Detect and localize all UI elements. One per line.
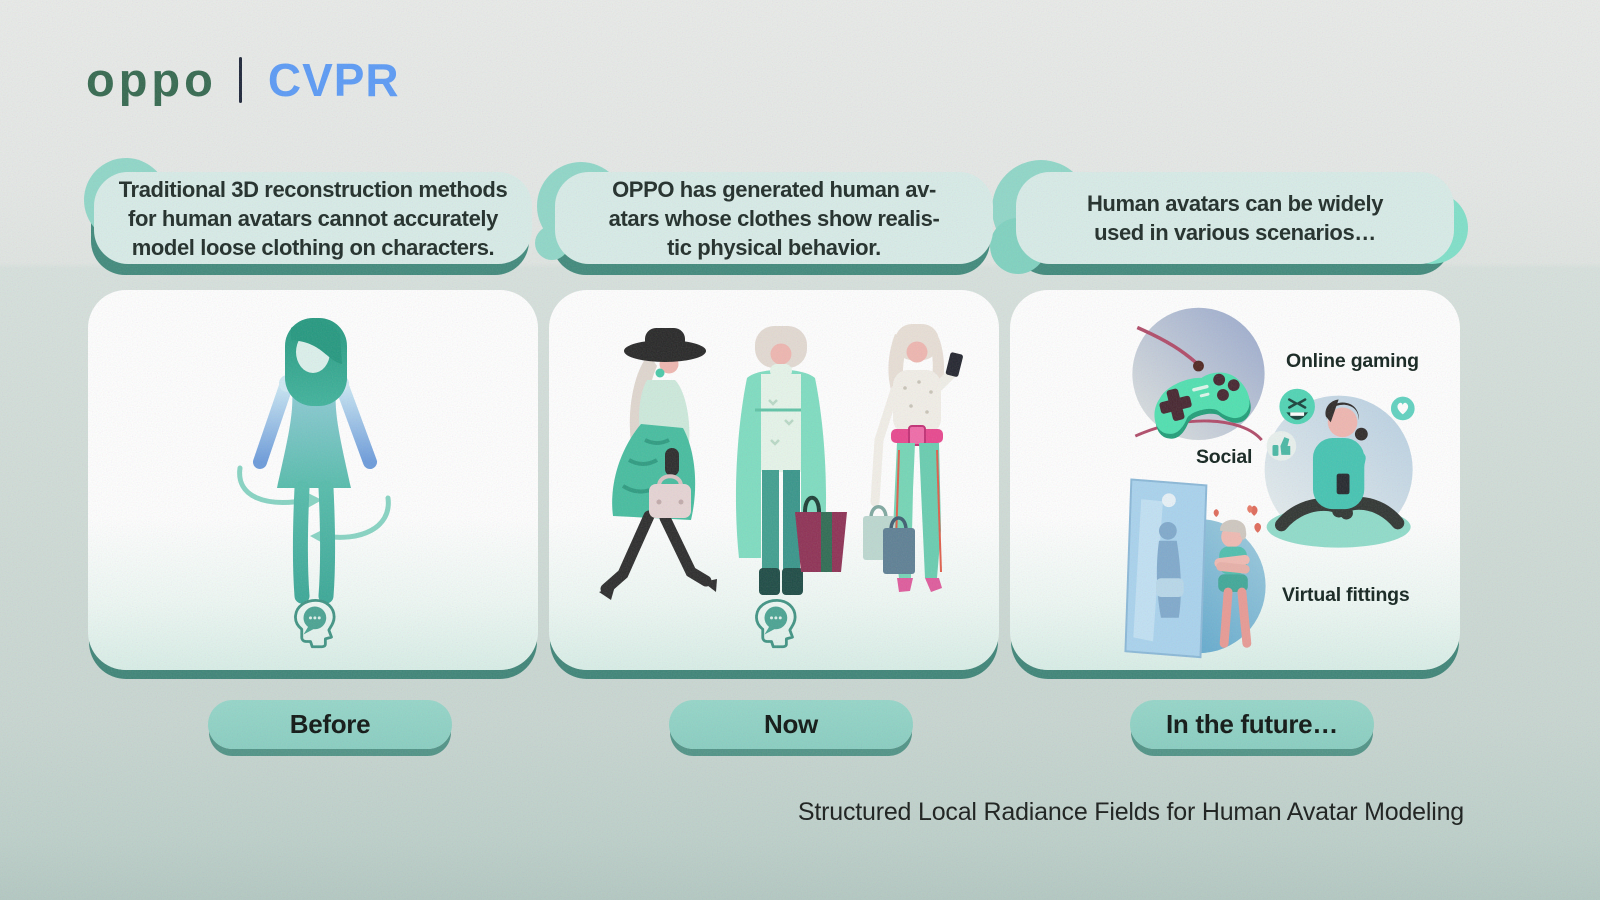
- future-button-label: In the future…: [1165, 709, 1338, 739]
- bubble-line: for human avatars cannot accurately: [128, 205, 498, 231]
- virtual-fittings-label: Virtual fittings: [1282, 584, 1410, 606]
- bubble-text-before: Traditional 3D reconstruction methods fo…: [94, 172, 532, 264]
- usage-scenarios-illustration: [1124, 307, 1415, 659]
- now-button: Now: [669, 700, 913, 749]
- mirror-fitting-icon: [1124, 478, 1266, 659]
- column-now: OPPO has generated human av- atars whose…: [535, 0, 999, 800]
- game-controller-icon: [1132, 307, 1265, 442]
- now-button-label: Now: [764, 709, 818, 739]
- bubble-line: Traditional 3D reconstruction methods: [118, 176, 508, 202]
- card-now: [549, 290, 999, 670]
- bubble-text-now: OPPO has generated human av- atars whose…: [555, 172, 993, 264]
- paper-title: Structured Local Radiance Fields for Hum…: [797, 798, 1464, 826]
- column-before: Traditional 3D reconstruction methods fo…: [84, 0, 538, 800]
- card-future: Online gaming Social Virtual fittings: [1010, 290, 1460, 670]
- bubble-line: Human avatars can be widely: [1086, 191, 1384, 216]
- head-chat-icon: [286, 596, 342, 652]
- future-button: In the future…: [1130, 700, 1374, 749]
- speech-bubble-future: Human avatars can be widely used in vari…: [990, 160, 1468, 275]
- head-chat-icon: [747, 596, 803, 652]
- bubble-line: tic physical behavior.: [667, 234, 881, 260]
- before-button-label: Before: [289, 709, 371, 739]
- social-label: Social: [1196, 446, 1253, 468]
- column-future: Human avatars can be widely used in vari…: [990, 0, 1468, 800]
- bubble-line: model loose clothing on characters.: [131, 234, 495, 260]
- bubble-line: atars whose clothes show realis-: [608, 205, 940, 231]
- speech-bubble-before: Traditional 3D reconstruction methods fo…: [84, 158, 532, 275]
- bubble-line: OPPO has generated human av-: [612, 176, 936, 202]
- online-gaming-label: Online gaming: [1286, 350, 1419, 372]
- bubble-line: used in various scenarios…: [1094, 220, 1376, 245]
- speech-bubble-now: OPPO has generated human av- atars whose…: [535, 162, 993, 275]
- person-with-phone-and-emoji-icon: [1264, 388, 1415, 548]
- before-button: Before: [208, 700, 452, 749]
- bubble-text-future: Human avatars can be widely used in vari…: [1016, 172, 1454, 264]
- card-before: [88, 290, 538, 670]
